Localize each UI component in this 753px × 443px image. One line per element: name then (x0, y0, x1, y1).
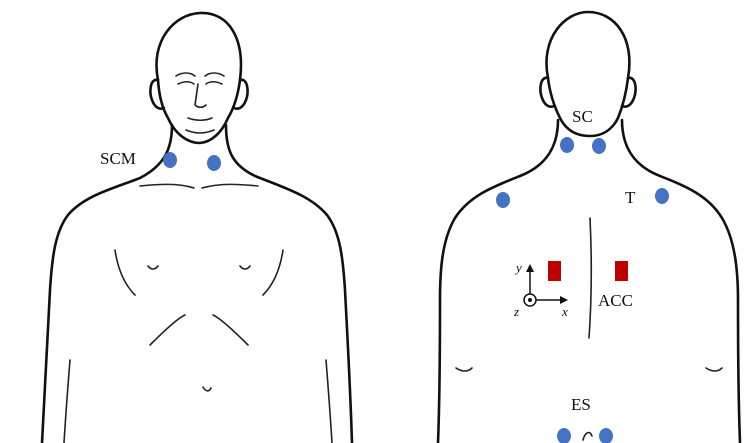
es-electrode-right (599, 428, 613, 443)
sc-electrode-left (560, 137, 574, 153)
label-t: T (625, 188, 636, 207)
label-es: ES (571, 395, 591, 414)
t-electrodes (496, 188, 669, 208)
acc-sensor-right (615, 261, 628, 281)
acc-sensors (548, 261, 628, 281)
scm-electrode-left (163, 152, 177, 168)
t-electrode-left (496, 192, 510, 208)
back-torso-outline (438, 120, 558, 443)
scm-electrode-right (207, 155, 221, 171)
sc-electrode-right (592, 138, 606, 154)
front-torso-outline (42, 125, 172, 443)
label-acc: ACC (598, 291, 633, 310)
axis-label-x: x (561, 304, 568, 319)
front-head-outline (156, 13, 240, 143)
spine-line (589, 218, 591, 338)
label-scm: SCM (100, 149, 136, 168)
z-axis-dot (528, 298, 532, 302)
axis-label-z: z (513, 304, 519, 319)
label-sc: SC (572, 107, 593, 126)
acc-sensor-left (548, 261, 561, 281)
front-view-figure (42, 13, 352, 443)
es-electrode-left (557, 428, 571, 443)
t-electrode-right (655, 188, 669, 204)
back-view-figure (438, 12, 740, 443)
sc-electrodes (560, 137, 606, 154)
axis-label-y: y (514, 260, 522, 275)
scm-electrodes (163, 152, 221, 171)
